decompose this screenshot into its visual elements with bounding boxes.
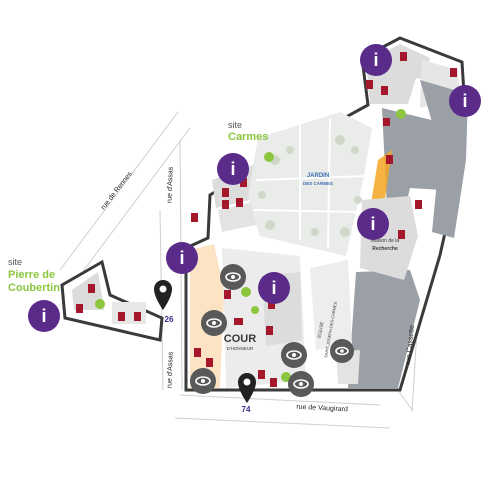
info-icon[interactable]: i [360, 44, 392, 76]
site-pierre-name-2: Coubertin [8, 282, 60, 294]
entrance-number-vaugirard: 74 [242, 405, 251, 414]
svg-text:i: i [370, 214, 375, 234]
eye-icon[interactable] [190, 368, 216, 394]
site-carmes-prefix: site [228, 120, 242, 130]
cour-sublabel: D'HONNEUR [227, 346, 255, 351]
eye-icon[interactable] [288, 371, 314, 397]
accessibility-markers [95, 109, 406, 382]
svg-text:i: i [373, 50, 378, 70]
svg-text:i: i [179, 248, 184, 268]
room-markers [76, 52, 457, 387]
wheelchair-icon [251, 306, 259, 314]
location-pin-icon[interactable] [238, 373, 256, 403]
svg-text:i: i [230, 159, 235, 179]
street-cassette: rue Cassette [405, 325, 416, 365]
street-assas-north: rue d'Assas [166, 166, 174, 203]
site-carmes-name: Carmes [228, 131, 268, 143]
svg-text:i: i [462, 91, 467, 111]
wheelchair-icon [264, 152, 274, 162]
eye-icon[interactable] [281, 342, 307, 368]
wheelchair-icon [281, 372, 291, 382]
eye-icon[interactable] [201, 310, 227, 336]
street-vaugirard: rue de Vaugirard [296, 404, 348, 414]
svg-text:i: i [271, 278, 276, 298]
site-pierre-name-1: Pierre de [8, 269, 55, 281]
site-pierre-prefix: site [8, 257, 22, 267]
eye-icon[interactable] [220, 264, 246, 290]
info-icon[interactable]: i [357, 208, 389, 240]
cour-label: COUR [224, 333, 256, 345]
street-assas-south: rue d'Assas [166, 351, 174, 388]
info-icon[interactable]: i [28, 300, 60, 332]
wheelchair-icon [95, 299, 105, 309]
entrance-pins: 26 74 [154, 280, 256, 414]
info-icon[interactable]: i [217, 153, 249, 185]
eglise-label: ÉGLISE [316, 321, 325, 338]
pierre-de-coubertin-site [60, 259, 164, 342]
view-markers [190, 264, 354, 397]
svg-text:i: i [41, 306, 46, 326]
eye-icon[interactable] [330, 339, 354, 363]
jardin-label: JARDIN [307, 173, 329, 179]
site-labels: site Carmes site Pierre de Coubertin [8, 120, 268, 294]
entrance-number-assas: 26 [165, 315, 174, 324]
jardin-sublabel: DES CARMES [303, 181, 333, 186]
street-rennes: rue de Rennes [100, 170, 134, 211]
maison-label-2: Recherche [372, 246, 398, 252]
info-icon[interactable]: i [258, 272, 290, 304]
maison-label-1: Maison de la [371, 238, 400, 244]
info-icon[interactable]: i [166, 242, 198, 274]
location-pin-icon[interactable] [154, 280, 172, 310]
wheelchair-icon [241, 287, 251, 297]
wheelchair-icon [396, 109, 406, 119]
jardin-des-carmes: JARDIN DES CARMES [248, 112, 372, 256]
info-icon[interactable]: i [449, 85, 481, 117]
info-markers: i i i i i i i [28, 44, 481, 332]
